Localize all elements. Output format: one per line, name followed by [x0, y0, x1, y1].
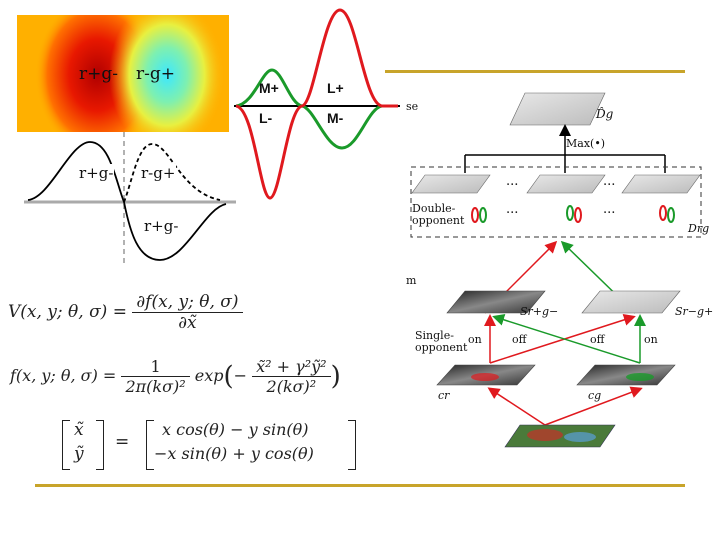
on-label-right: on — [644, 334, 658, 346]
eq3-vec-top: x̃ — [74, 420, 84, 440]
ellipsis-1: ... — [506, 204, 518, 216]
equation-1: V(x, y; θ, σ) = ∂f(x, y; θ, σ) ∂x̃ — [8, 292, 243, 333]
cut-text-middle: m — [406, 275, 416, 287]
eq2-fraction: 1 2π(kσ)² — [121, 357, 189, 396]
input-to-cr-arrow — [490, 389, 545, 425]
l-minus-label: L- — [259, 110, 272, 126]
eq3-equals: = — [115, 432, 129, 452]
map-right-label: r-g+ — [136, 64, 175, 84]
max-label: Max(•) — [566, 138, 605, 150]
cone-opponent-plot — [232, 8, 402, 203]
eq2-inner-fraction: x̃² + γ²ỹ² 2(kσ)² — [252, 357, 330, 396]
top-map-label: D̂g — [596, 108, 613, 120]
top-divider-line — [385, 70, 685, 73]
eq2-open-paren: ( — [223, 362, 233, 392]
eq1-denominator: ∂x̃ — [132, 313, 242, 333]
eq1-lhs: V(x, y; θ, σ) = — [8, 302, 127, 322]
eq3-vec-left-bracket — [62, 420, 70, 470]
cr-label: cr — [438, 390, 449, 402]
eq3-vec-right-bracket — [96, 420, 104, 470]
eq3-mat-right-bracket — [348, 420, 356, 470]
eq2-numerator: 1 — [121, 357, 189, 377]
eq3-vec-bottom: ỹ — [74, 444, 84, 464]
double-opponent-label: Double- opponent — [412, 203, 464, 227]
off-label-left: off — [512, 334, 526, 346]
cg-label: cg — [588, 390, 601, 402]
dog-upper-right-label: r-g+ — [140, 164, 176, 182]
top-output-map — [510, 93, 605, 125]
right-single-map-label: Sr−g+ — [675, 306, 713, 318]
eq2-exp: exp — [195, 366, 224, 385]
eq3-row-2: −x sin(θ) + y cos(θ) — [154, 444, 314, 463]
double-map-1 — [412, 175, 490, 193]
map-left-label: r+g- — [79, 64, 118, 84]
off-label-right: off — [590, 334, 604, 346]
cut-text-top: se — [406, 101, 418, 113]
green-down-right — [302, 106, 398, 148]
eq2-minus: − — [234, 366, 247, 385]
dog-profile-plot — [20, 132, 240, 264]
ellipsis-2: ... — [603, 204, 615, 216]
double-map-3 — [622, 175, 700, 193]
m-minus-label: M- — [327, 110, 343, 126]
eq1-numerator: ∂f(x, y; θ, σ) — [132, 292, 242, 313]
eq1-fraction: ∂f(x, y; θ, σ) ∂x̃ — [132, 292, 242, 333]
eq2-inner-numerator: x̃² + γ²ỹ² — [252, 357, 330, 377]
eq2-inner-denominator: 2(kσ)² — [252, 377, 330, 396]
single-map-right — [582, 291, 680, 313]
drg-label: Drg — [688, 223, 709, 235]
ellipsis-4: ... — [603, 176, 615, 188]
eq3-row-1: x cos(θ) − y sin(θ) — [162, 420, 308, 439]
receptive-field-map — [17, 15, 229, 132]
rg-ellipses — [472, 206, 674, 222]
dog-upper-left-label: r+g- — [78, 164, 114, 182]
ellipsis-3: ... — [506, 176, 518, 188]
single-opponent-label: Single- opponent — [415, 330, 467, 354]
equation-2: f(x, y; θ, σ) = 1 2π(kσ)² exp(− x̃² + γ²… — [10, 357, 341, 396]
eq2-close-paren: ) — [331, 362, 341, 392]
left-single-map-label: Sr+g− — [520, 306, 558, 318]
red-up-right — [302, 10, 398, 106]
on-label-left: on — [468, 334, 482, 346]
eq2-denominator: 2π(kσ)² — [121, 377, 189, 396]
double-map-2 — [527, 175, 605, 193]
eq2-lhs: f(x, y; θ, σ) = — [10, 366, 116, 385]
cg-map — [577, 365, 675, 385]
l-plus-label: L+ — [327, 80, 344, 96]
m-plus-label: M+ — [259, 80, 279, 96]
dog-lower-label: r+g- — [143, 217, 179, 235]
bottom-divider-line — [35, 484, 685, 487]
eq3-mat-left-bracket — [146, 420, 154, 470]
